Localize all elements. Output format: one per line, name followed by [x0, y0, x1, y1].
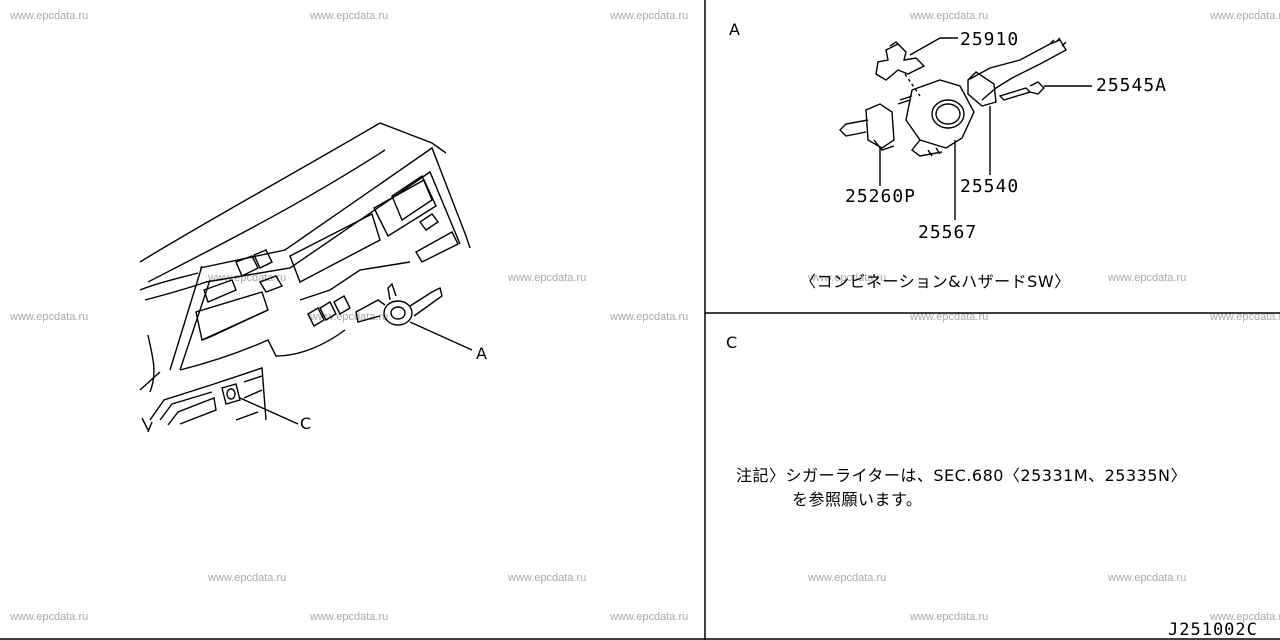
part-number-25910: 25910: [960, 29, 1020, 50]
switch-assembly: [839, 37, 1092, 220]
callout-label-a: A: [476, 344, 487, 363]
part-number-25260p: 25260P: [845, 186, 917, 207]
note-line-2: を参照願います。: [792, 490, 923, 509]
watermark: www.epcdata.ru: [1108, 572, 1187, 584]
watermark: www.epcdata.ru: [808, 572, 887, 584]
part-number-25545a: 25545A: [1096, 75, 1168, 96]
panel-a-label: A: [729, 20, 740, 39]
switch-caption: 〈コンビネーション&ハザードSW〉: [800, 272, 1071, 291]
watermark: www.epcdata.ru: [610, 611, 689, 623]
watermark: www.epcdata.ru: [1108, 272, 1187, 284]
watermark: www.epcdata.ru: [10, 611, 89, 623]
watermark: www.epcdata.ru: [508, 572, 587, 584]
dashboard-illustration: [139, 122, 471, 433]
watermark: www.epcdata.ru: [310, 611, 389, 623]
watermark: www.epcdata.ru: [10, 10, 89, 22]
part-number-25540: 25540: [960, 176, 1020, 197]
panel-c-label: C: [726, 333, 738, 352]
watermark: www.epcdata.ru: [508, 272, 587, 284]
watermark: www.epcdata.ru: [808, 272, 887, 284]
watermark: www.epcdata.ru: [208, 572, 287, 584]
watermark: www.epcdata.ru: [310, 311, 389, 323]
diagram-code: J251002C: [1168, 620, 1258, 640]
watermark: www.epcdata.ru: [610, 311, 689, 323]
callout-label-c: C: [300, 414, 312, 433]
part-number-25567: 25567: [918, 222, 978, 243]
leader-lines-left: [239, 321, 473, 425]
watermark: www.epcdata.ru: [910, 611, 989, 623]
note-line-1: 注記〉シガーライターは、SEC.680〈25331M、25335N〉: [736, 466, 1187, 485]
watermark: www.epcdata.ru: [1210, 10, 1280, 22]
watermark: www.epcdata.ru: [10, 311, 89, 323]
watermark: www.epcdata.ru: [1210, 311, 1280, 323]
watermark: www.epcdata.ru: [910, 10, 989, 22]
watermark: www.epcdata.ru: [310, 10, 389, 22]
watermark: www.epcdata.ru: [1210, 611, 1280, 623]
watermark: www.epcdata.ru: [910, 311, 989, 323]
watermark: www.epcdata.ru: [610, 10, 689, 22]
